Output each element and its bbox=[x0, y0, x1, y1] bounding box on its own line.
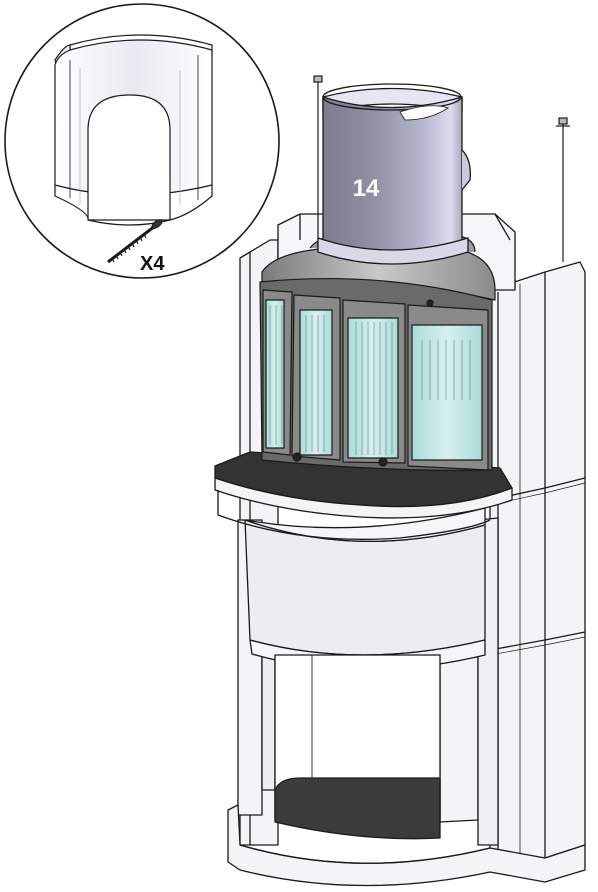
pipe-body bbox=[322, 96, 463, 258]
threaded-rods bbox=[313, 75, 570, 262]
stove-doors bbox=[262, 289, 489, 471]
detail-callout: X4 bbox=[4, 3, 280, 279]
right-column bbox=[489, 261, 586, 859]
part-number-label: 14 bbox=[353, 175, 380, 202]
right-leg bbox=[439, 647, 479, 823]
hearth-slab bbox=[274, 777, 441, 840]
pipe-rim bbox=[322, 83, 462, 111]
heat-shield-part bbox=[54, 34, 213, 226]
mantel-edge bbox=[214, 477, 513, 519]
stove-body bbox=[259, 231, 496, 471]
screw-icon bbox=[107, 219, 163, 264]
flue-pipe bbox=[317, 83, 471, 265]
quantity-label: X4 bbox=[140, 253, 165, 275]
